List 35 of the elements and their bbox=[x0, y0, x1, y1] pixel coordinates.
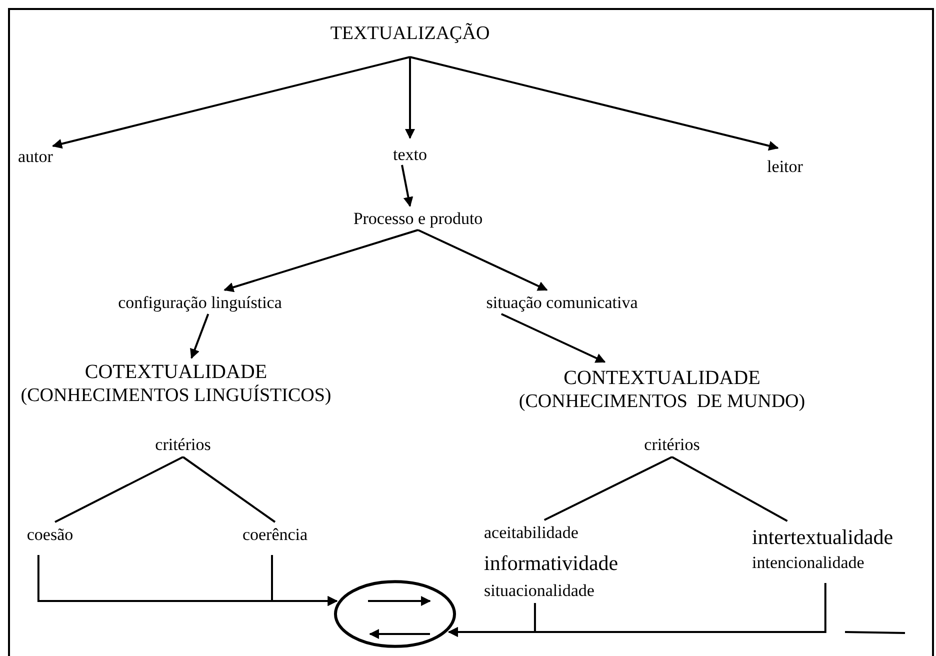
arrow bbox=[271, 555, 338, 606]
node-label: COTEXTUALIDADE bbox=[84, 362, 268, 382]
arrow bbox=[405, 57, 415, 139]
arrow bbox=[224, 229, 418, 292]
node-label: leitor bbox=[767, 158, 803, 175]
node-label: aceitabilidade bbox=[484, 524, 578, 541]
node-label: informatividade bbox=[484, 553, 618, 574]
node-label: configuração linguística bbox=[118, 294, 282, 311]
node-label: texto bbox=[393, 146, 427, 163]
connector-line bbox=[544, 456, 672, 521]
node-label: (CONHECIMENTOS DE MUNDO) bbox=[518, 392, 806, 411]
node-label: coerência bbox=[242, 526, 308, 543]
node-label: intertextualidade bbox=[752, 527, 894, 548]
node-label: critérios bbox=[644, 436, 700, 453]
node-label: Processo e produto bbox=[353, 210, 483, 227]
arrow bbox=[448, 583, 826, 637]
node-label: autor bbox=[18, 148, 53, 165]
node-label: CONTEXTUALIDADE bbox=[564, 368, 760, 388]
node-label: coesão bbox=[26, 526, 74, 543]
node-label: intencionalidade bbox=[752, 554, 864, 571]
node-label: TEXTUALIZAÇÃO bbox=[330, 24, 490, 43]
node-label: critérios bbox=[155, 436, 211, 453]
arrow bbox=[190, 314, 210, 359]
arrow bbox=[401, 164, 414, 207]
node-label: situação comunicativa bbox=[486, 294, 638, 311]
connector-line bbox=[182, 456, 276, 523]
connector-line bbox=[672, 456, 788, 522]
arrow bbox=[418, 229, 548, 291]
arrow bbox=[410, 56, 779, 151]
arrow bbox=[500, 313, 606, 363]
ellipse-shape bbox=[333, 578, 457, 650]
arrow bbox=[52, 56, 410, 149]
node-label: (CONHECIMENTOS LINGUÍSTICOS) bbox=[20, 386, 332, 405]
node-label: situacionalidade bbox=[484, 582, 594, 599]
connector-line bbox=[54, 456, 184, 523]
